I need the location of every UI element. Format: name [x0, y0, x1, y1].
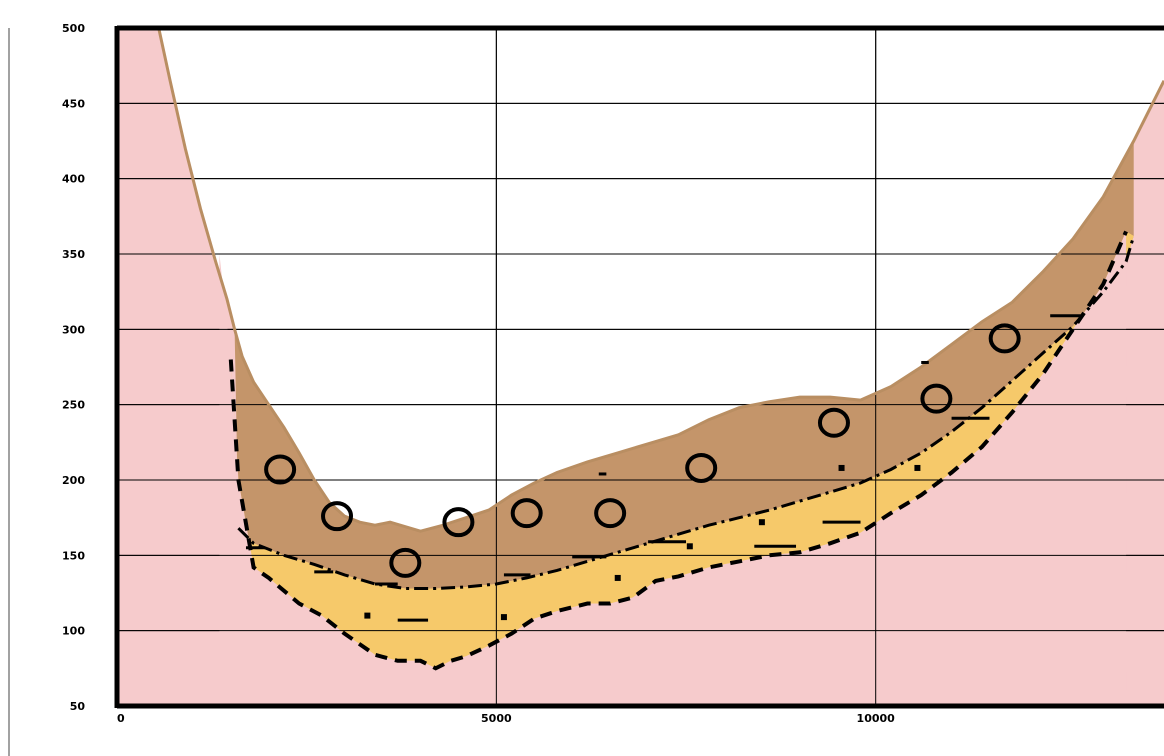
- dot-symbol: [686, 543, 693, 550]
- y-tick-label: 350: [62, 248, 85, 261]
- x-tick-label: 0: [117, 712, 125, 725]
- ground-surface-line: [157, 28, 1164, 533]
- dot-symbol: [500, 614, 507, 621]
- y-tick-label: 50: [70, 700, 86, 713]
- boulder-symbol: [510, 498, 543, 529]
- x-tick-label: 5000: [481, 712, 512, 725]
- dot-symbol: [914, 464, 921, 471]
- boulder-symbol: [988, 323, 1021, 354]
- boulder-symbol: [920, 383, 953, 414]
- dot-symbol: [838, 464, 845, 471]
- boulder-symbol: [389, 547, 422, 578]
- y-tick-label: 500: [62, 22, 85, 35]
- y-tick-label: 200: [62, 474, 85, 487]
- lower-layer-boundary-line: [228, 230, 1128, 671]
- y-tick-label: 250: [62, 399, 85, 412]
- upper-sediment-layer: [234, 141, 1134, 589]
- sky-area: [117, 28, 1164, 532]
- dot-symbol: [364, 612, 371, 619]
- y-tick-label: 300: [62, 323, 85, 336]
- dot-symbol: [758, 519, 765, 526]
- y-tick-label: 100: [62, 625, 85, 638]
- x-tick-label: 10000: [857, 712, 896, 725]
- bedrock-lower-wedge: [219, 231, 1127, 706]
- y-tick-label: 450: [62, 97, 85, 110]
- y-tick-label: 400: [62, 173, 85, 186]
- dot-symbol: [614, 574, 621, 581]
- plot-area: [117, 28, 1164, 706]
- boulder-symbol: [685, 452, 718, 483]
- y-tick-label: 150: [62, 549, 85, 562]
- boulder-symbol: [321, 501, 354, 532]
- boulder-symbol: [442, 507, 475, 538]
- boulder-symbol: [594, 498, 627, 529]
- boulder-symbol: [817, 407, 850, 438]
- boulder-symbol: [264, 454, 297, 485]
- lower-sediment-layer: [230, 231, 1134, 669]
